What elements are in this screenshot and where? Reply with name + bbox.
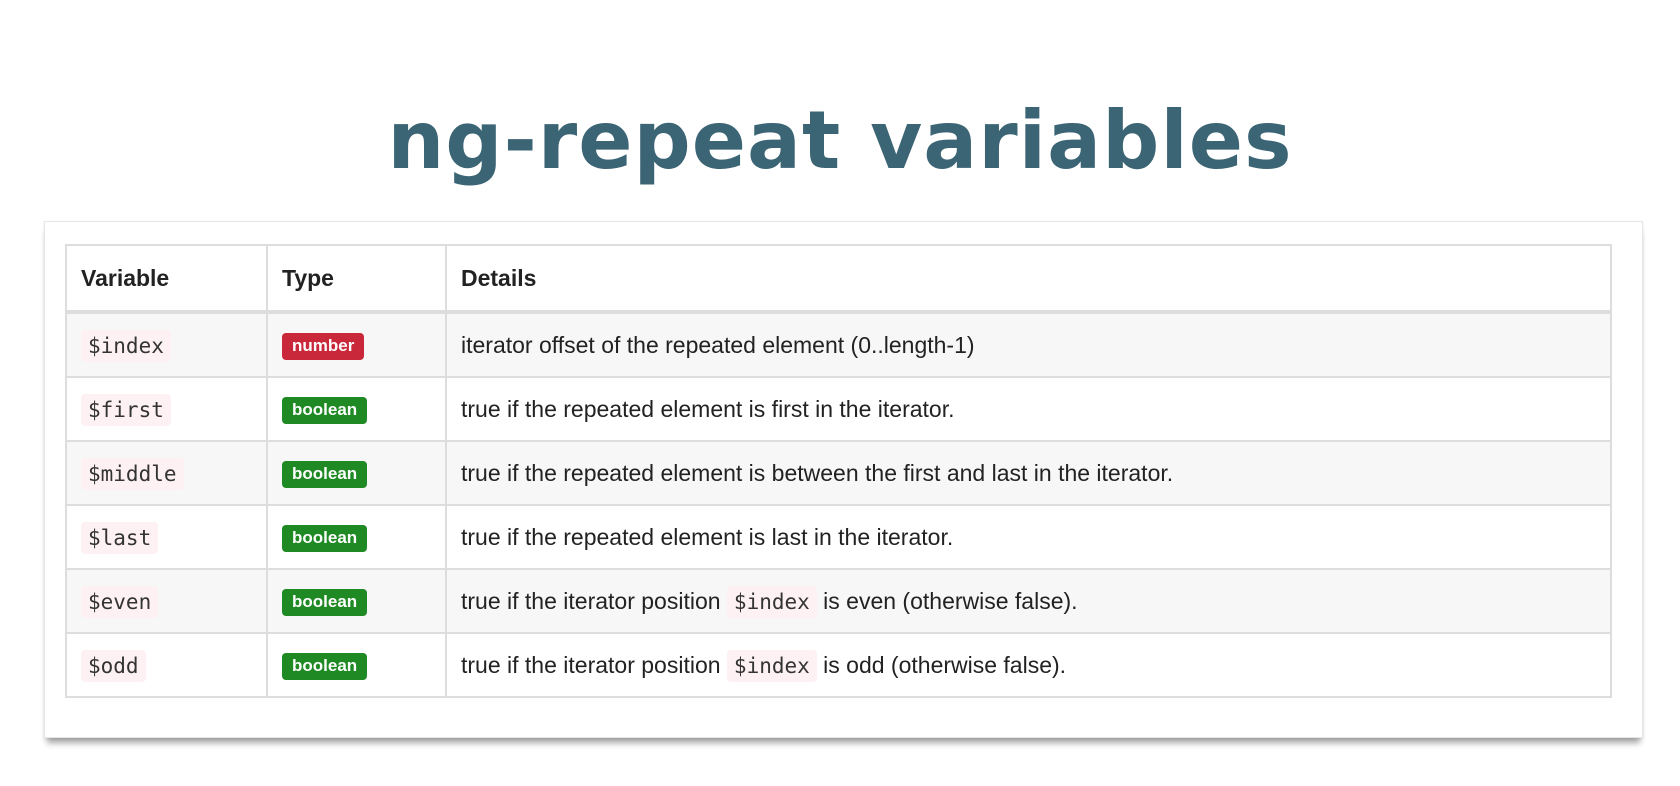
variable-code: $first <box>81 393 171 426</box>
table-row: $even boolean true if the iterator posit… <box>65 568 1612 634</box>
type-badge: boolean <box>282 461 368 488</box>
details-cell: true if the repeated element is last in … <box>445 504 1612 570</box>
type-cell: boolean <box>266 440 447 506</box>
header-type: Type <box>266 244 447 314</box>
variables-table: Variable Type Details $index number iter… <box>65 244 1612 698</box>
details-cell: true if the iterator position $index is … <box>445 632 1612 698</box>
variable-cell: $last <box>65 504 268 570</box>
inline-code: $index <box>726 585 817 618</box>
type-badge: number <box>282 333 365 360</box>
table-row: $last boolean true if the repeated eleme… <box>65 504 1612 570</box>
type-cell: boolean <box>266 376 447 442</box>
details-text: is odd (otherwise false). <box>823 651 1067 678</box>
page-title: ng-repeat variables <box>387 93 1293 187</box>
details-cell: iterator offset of the repeated element … <box>445 311 1612 378</box>
table-row: $first boolean true if the repeated elem… <box>65 376 1612 442</box>
header-details: Details <box>445 244 1612 314</box>
variable-code: $index <box>81 329 171 362</box>
table-header-row: Variable Type Details <box>65 244 1612 314</box>
type-cell: boolean <box>266 504 447 570</box>
table-row: $index number iterator offset of the rep… <box>65 311 1612 378</box>
variable-cell: $even <box>65 568 268 634</box>
type-badge: boolean <box>282 589 368 616</box>
type-badge: boolean <box>282 653 368 680</box>
details-cell: true if the repeated element is first in… <box>445 376 1612 442</box>
details-text: true if the iterator position <box>461 587 721 614</box>
type-cell: boolean <box>266 568 447 634</box>
type-cell: boolean <box>266 632 447 698</box>
variable-cell: $first <box>65 376 268 442</box>
variable-code: $middle <box>81 457 184 490</box>
header-variable: Variable <box>65 244 268 314</box>
type-badge: boolean <box>282 525 368 552</box>
inline-code: $index <box>726 649 817 682</box>
type-cell: number <box>266 311 447 378</box>
variable-cell: $middle <box>65 440 268 506</box>
variable-cell: $index <box>65 311 268 378</box>
details-text: true if the iterator position <box>461 651 721 678</box>
variable-code: $even <box>81 585 159 618</box>
details-cell: true if the iterator position $index is … <box>445 568 1612 634</box>
details-text: is even (otherwise false). <box>823 587 1078 614</box>
table-card: Variable Type Details $index number iter… <box>44 221 1643 738</box>
variable-code: $last <box>81 521 159 554</box>
variable-code: $odd <box>81 649 146 682</box>
table-row: $odd boolean true if the iterator positi… <box>65 632 1612 698</box>
variable-cell: $odd <box>65 632 268 698</box>
details-cell: true if the repeated element is between … <box>445 440 1612 506</box>
type-badge: boolean <box>282 397 368 424</box>
table-row: $middle boolean true if the repeated ele… <box>65 440 1612 506</box>
